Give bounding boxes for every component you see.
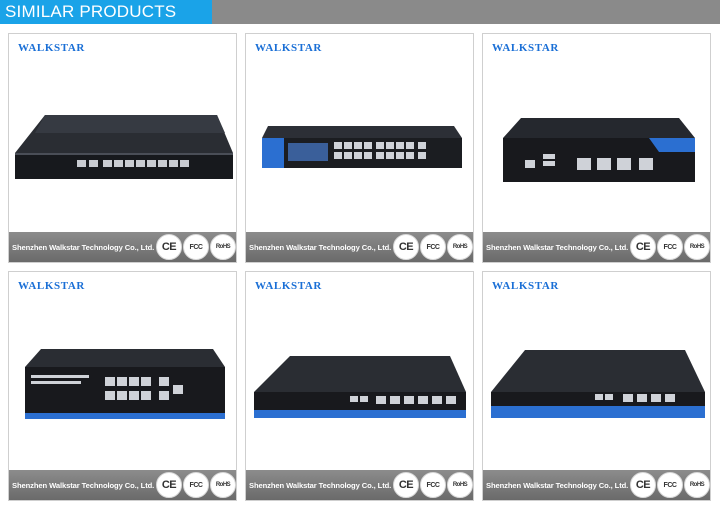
product-image [503,118,695,182]
section-header-tab: SIMILAR PRODUCTS [0,0,212,24]
product-image [491,350,705,418]
card-footer: Shenzhen Walkstar Technology Co., Ltd. C… [9,232,236,262]
product-card[interactable]: WALKSTAR Shenzhen Walkstar Technology Co… [482,33,711,263]
brand-label: WALKSTAR [18,280,85,292]
rohs-mark-icon: RoHS [447,472,473,498]
card-footer: Shenzhen Walkstar Technology Co., Ltd. C… [246,232,473,262]
brand-label: WALKSTAR [492,280,559,292]
rohs-mark-icon: RoHS [684,472,710,498]
company-name: Shenzhen Walkstar Technology Co., Ltd. [486,243,629,252]
ce-mark-icon: CE [630,472,656,498]
section-title: SIMILAR PRODUCTS [5,2,177,21]
rohs-mark-icon: RoHS [210,234,236,260]
product-card[interactable]: WALKSTAR Shenzhen Walkstar Technology Co… [482,271,711,501]
company-name: Shenzhen Walkstar Technology Co., Ltd. [12,243,155,252]
product-image [15,115,233,179]
brand-label: WALKSTAR [492,42,559,54]
company-name: Shenzhen Walkstar Technology Co., Ltd. [249,481,392,490]
ce-mark-icon: CE [393,472,419,498]
company-name: Shenzhen Walkstar Technology Co., Ltd. [12,481,155,490]
card-footer: Shenzhen Walkstar Technology Co., Ltd. C… [246,470,473,500]
brand-label: WALKSTAR [255,280,322,292]
product-image [254,356,466,418]
product-card[interactable]: WALKSTAR Shenzhen Walkstar Technology Co… [245,33,474,263]
ce-mark-icon: CE [156,234,182,260]
fcc-mark-icon: FCC [420,472,446,498]
product-card[interactable]: WALKSTAR Shenzhen Walkstar Technology Co… [8,271,237,501]
card-footer: Shenzhen Walkstar Technology Co., Ltd. C… [9,470,236,500]
fcc-mark-icon: FCC [657,234,683,260]
product-card[interactable]: WALKSTAR Shenzhen Walkstar Technology Co… [8,33,237,263]
fcc-mark-icon: FCC [183,234,209,260]
rohs-mark-icon: RoHS [210,472,236,498]
fcc-mark-icon: FCC [657,472,683,498]
card-footer: Shenzhen Walkstar Technology Co., Ltd. C… [483,470,710,500]
rohs-mark-icon: RoHS [447,234,473,260]
fcc-mark-icon: FCC [420,234,446,260]
brand-label: WALKSTAR [255,42,322,54]
brand-label: WALKSTAR [18,42,85,54]
product-image [262,126,462,168]
rohs-mark-icon: RoHS [684,234,710,260]
card-footer: Shenzhen Walkstar Technology Co., Ltd. C… [483,232,710,262]
ce-mark-icon: CE [156,472,182,498]
product-card[interactable]: WALKSTAR Shenzhen Walkstar Technology Co… [245,271,474,501]
product-image [25,349,225,419]
ce-mark-icon: CE [393,234,419,260]
company-name: Shenzhen Walkstar Technology Co., Ltd. [249,243,392,252]
ce-mark-icon: CE [630,234,656,260]
fcc-mark-icon: FCC [183,472,209,498]
company-name: Shenzhen Walkstar Technology Co., Ltd. [486,481,629,490]
